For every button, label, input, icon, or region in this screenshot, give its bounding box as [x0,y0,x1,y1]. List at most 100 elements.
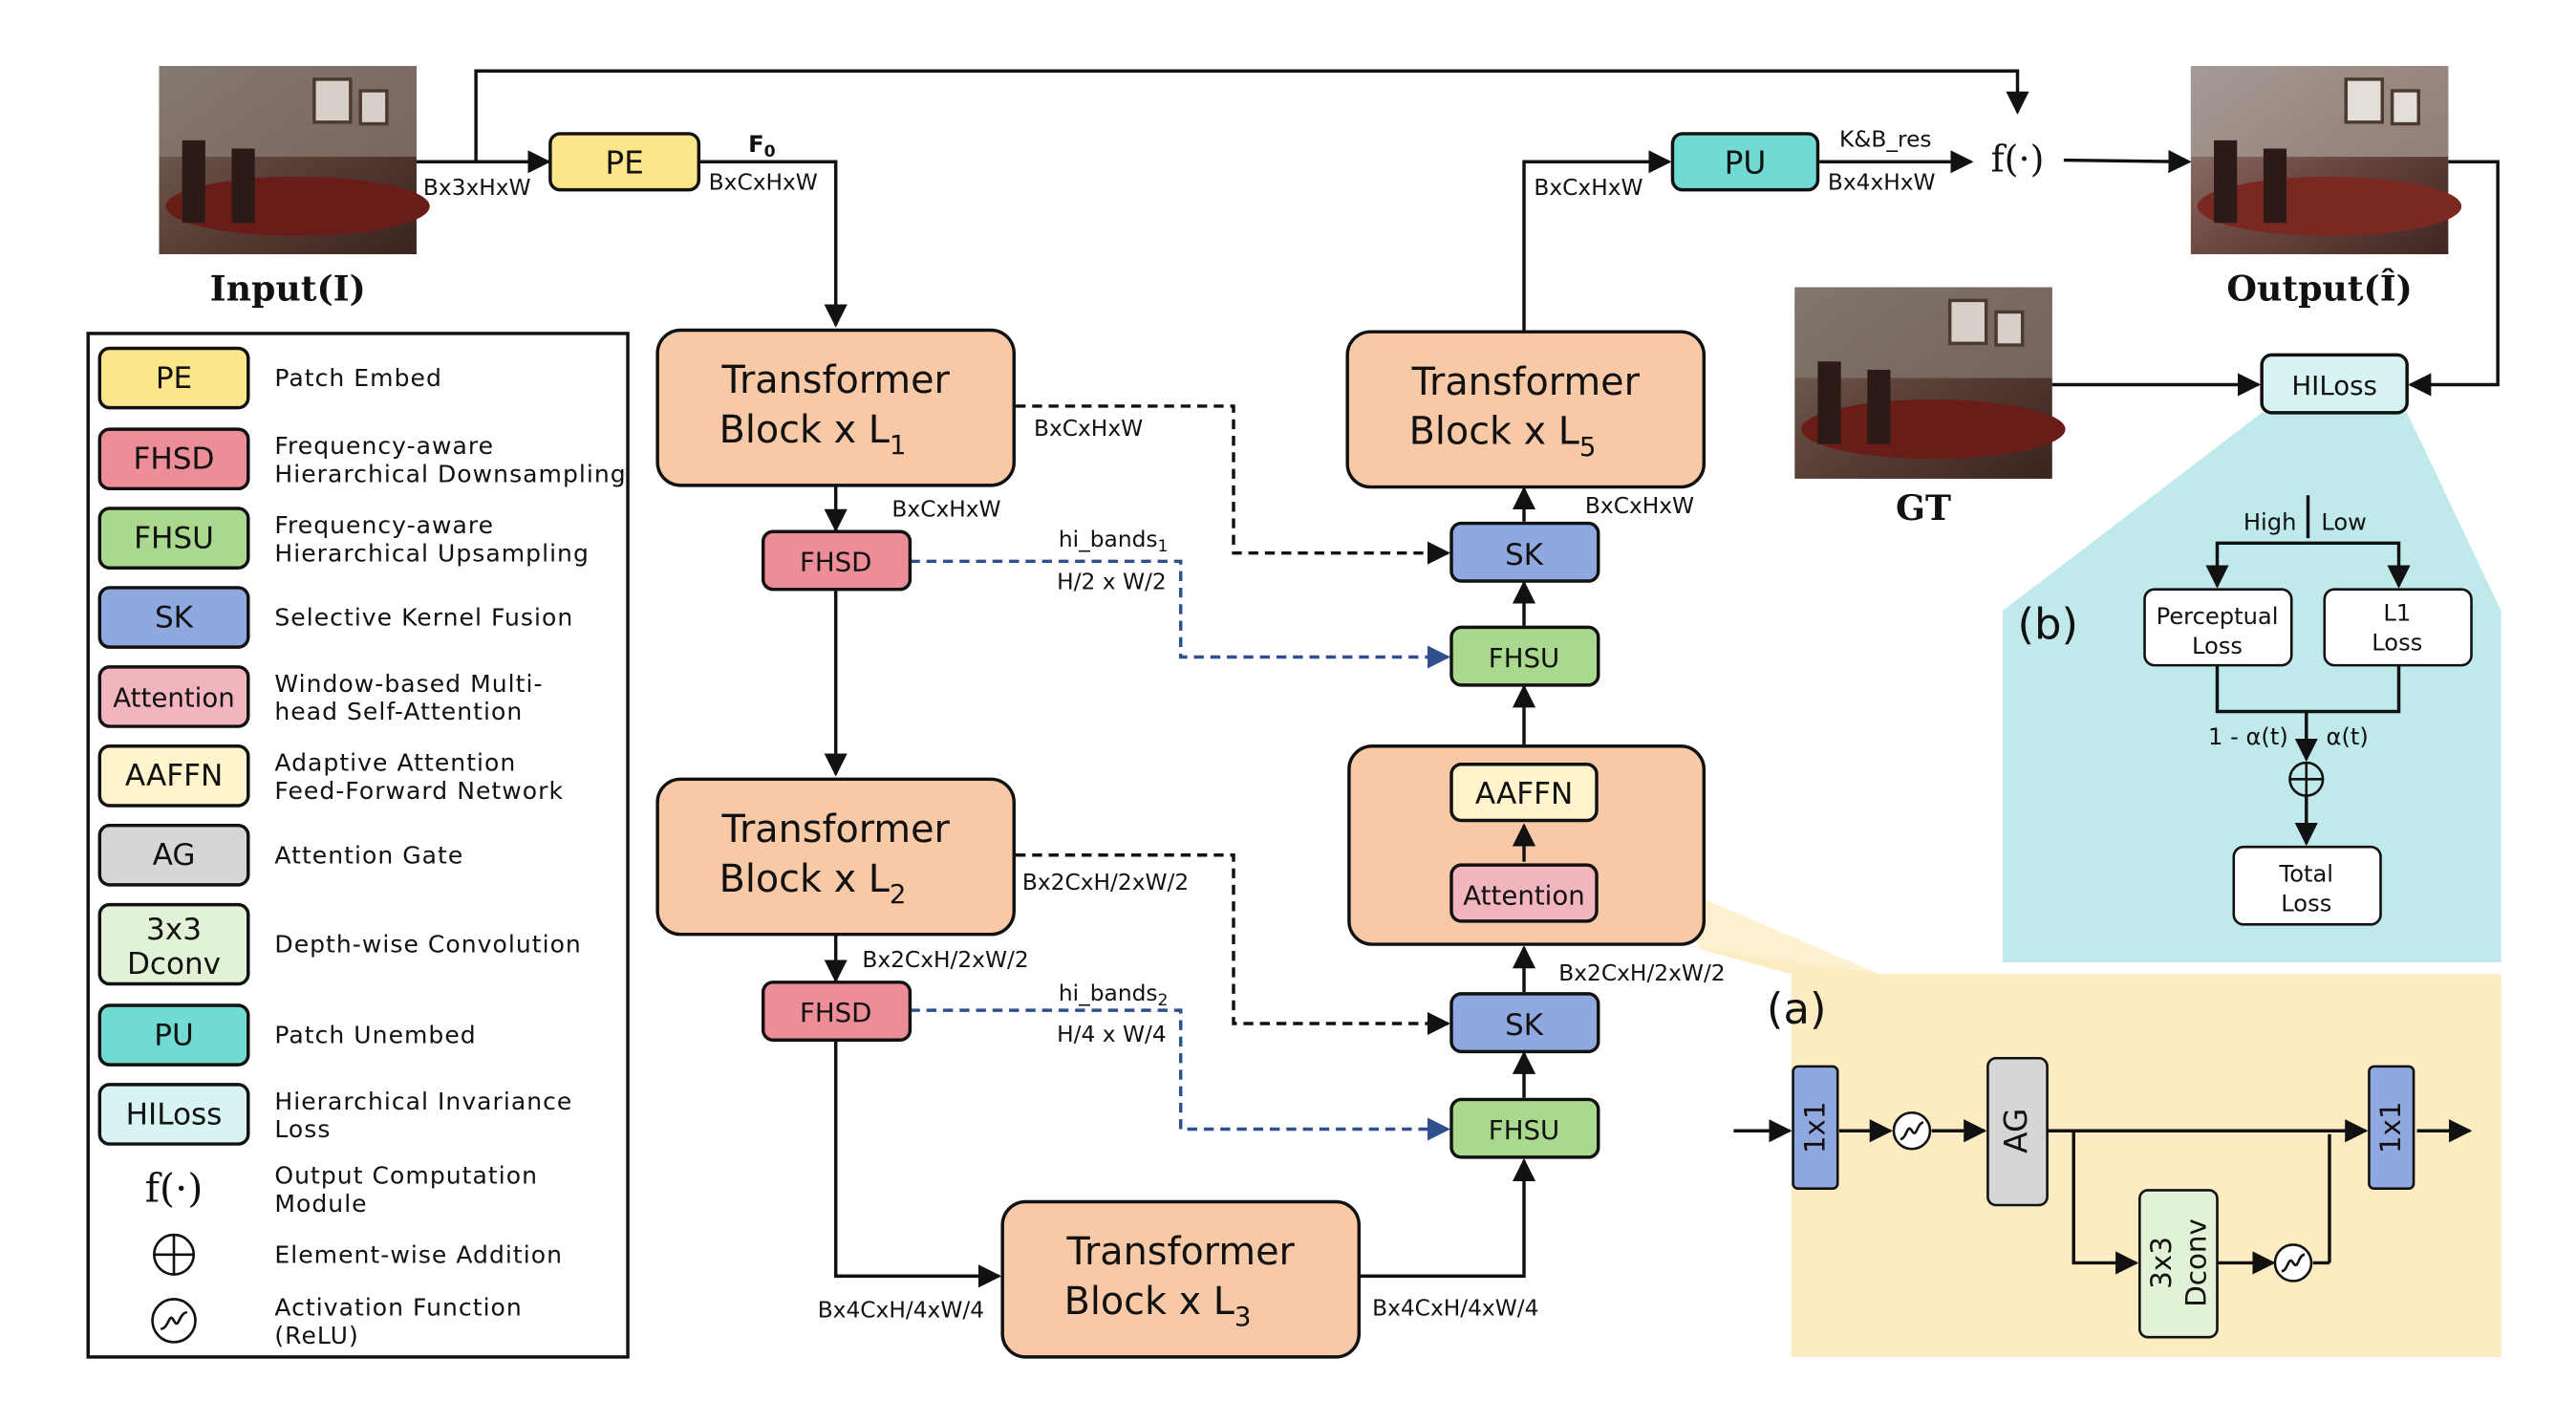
pe-out-label: BxCxHxW [709,170,818,196]
dconv-block [2138,1189,2219,1339]
legend-swatch [97,1083,250,1146]
legend-key: FHSU [134,521,214,555]
relu-icon [1892,1110,1932,1151]
legend-key: 3x3 [146,913,202,947]
hi-bands2-label: hi_bands2 [1059,981,1169,1010]
t3-in-label: Bx4CxH/4xW/4 [818,1297,984,1323]
legend-key: AAFFN [125,759,223,793]
relu-icon-2 [2273,1243,2313,1283]
sk2-out-label: Bx2CxH/2xW/2 [1558,960,1725,986]
pu-label: PU [1725,144,1767,181]
perceptual-line2: Loss [2192,633,2243,659]
transformer-3-text: Block x L [1064,1280,1234,1324]
output-function: f(·) [1991,139,2045,181]
hi-bands1-dims: H/2 x W/2 [1057,570,1166,595]
gt-image [1794,287,2066,479]
pe-block [548,132,701,192]
perceptual-line1: Perceptual [2157,603,2279,630]
hi-bands2-sub: 2 [1158,991,1169,1010]
hi-bands1-text: hi_bands [1059,527,1158,552]
gt-caption: GT [1896,487,1951,528]
high-label: High [2243,508,2297,535]
legend-desc: Hierarchical Invariance [274,1088,572,1115]
low-arrow [2308,541,2411,589]
attention-block [1449,863,1599,923]
legend-key: Attention [113,681,234,713]
transformer-2-line2: Block x L2 [719,857,907,910]
edge-labels: Bx3xHxW F0 BxCxHxW BxCxHxW BxCxHxW hi_ba… [423,127,1936,1324]
aaffn-label: AAFFN [1475,777,1573,811]
f0-sub: 0 [764,142,776,162]
kb-res-label: K&B_res [1839,127,1932,153]
add-icon [2288,761,2325,797]
legend-desc: Hierarchical Downsampling [274,460,626,487]
input-dims-label: Bx3xHxW [423,175,531,201]
conv1x1-label-1: 1x1 [1798,1101,1831,1153]
panel-a-zoom-wedge [1598,775,1879,975]
transformer-3-line1: Transformer [1066,1230,1296,1274]
legend-desc: Patch Embed [274,364,442,392]
conv1x1-block-1 [1792,1065,1839,1191]
legend-swatch [97,507,250,570]
transformer-1-line1: Transformer [721,358,951,402]
fhsu-label-1: FHSU [1489,642,1559,674]
panel-b-background [2002,412,2501,963]
legend-swatch [97,586,250,649]
legend-key: FHSD [134,442,215,477]
legend-desc: Activation Function [274,1294,522,1322]
fhsu-label-2: FHSU [1489,1114,1559,1146]
hi-bands2-dims: H/4 x W/4 [1057,1022,1166,1047]
transformer-1-text: Block x L [719,408,890,452]
l1-line1: L1 [2383,599,2411,626]
legend-swatch [97,902,250,986]
f0-label: F0 [748,131,776,162]
legend-swatch [97,823,250,887]
legend-desc: Module [274,1190,367,1218]
sk-label-1: SK [1505,538,1545,572]
output-image [2190,66,2462,255]
transformer-2-line1: Transformer [721,808,951,852]
legend-key: AG [153,838,196,873]
panel-b: (b) High Low Perceptual Loss L1 Loss 1 -… [2018,495,2473,926]
legend-desc: Depth-wise Convolution [274,931,581,959]
legend-desc: Feed-Forward Network [274,777,564,805]
alpha-right: α(t) [2327,723,2369,750]
t1-skip-label: BxCxHxW [1034,416,1143,442]
legend-key: HILoss [126,1097,223,1132]
legend-swatch [97,744,250,808]
transformer-3-line2: Block x L3 [1064,1280,1252,1332]
legend-swatch [97,665,250,728]
fhsd-label-2: FHSD [800,997,871,1028]
sk-label-2: SK [1505,1008,1545,1043]
t1-down-label: BxCxHxW [891,497,1000,523]
relu-icon [151,1298,197,1344]
ag-label: AG [1998,1109,2034,1153]
add-icon [152,1233,196,1276]
ag-block [1986,1056,2049,1207]
total-line1: Total [2279,860,2333,887]
legend-desc: (ReLU) [274,1322,358,1349]
legend-desc: head Self-Attention [274,698,523,725]
dconv-line1: 3x3 [2145,1237,2178,1289]
transformer-block-1: Transformer Block x L1 [655,328,1016,487]
attention-label: Attention [1463,880,1585,912]
legend-desc: Element-wise Addition [274,1240,563,1268]
pu-block [1670,132,1820,192]
legend-desc: Output Computation [274,1162,538,1190]
panel-a-label: (a) [1767,983,1827,1034]
legend-item-pe: PE Patch Embed [97,346,442,410]
hi-bands1-label: hi_bands1 [1059,527,1169,556]
sk-block-2 [1449,992,1600,1054]
legend-desc: Adaptive Attention [274,749,516,777]
legend-key: PE [156,361,192,396]
legend-key: Dconv [127,947,221,981]
transformer-block-5: Transformer Block x L5 [1345,330,1707,489]
